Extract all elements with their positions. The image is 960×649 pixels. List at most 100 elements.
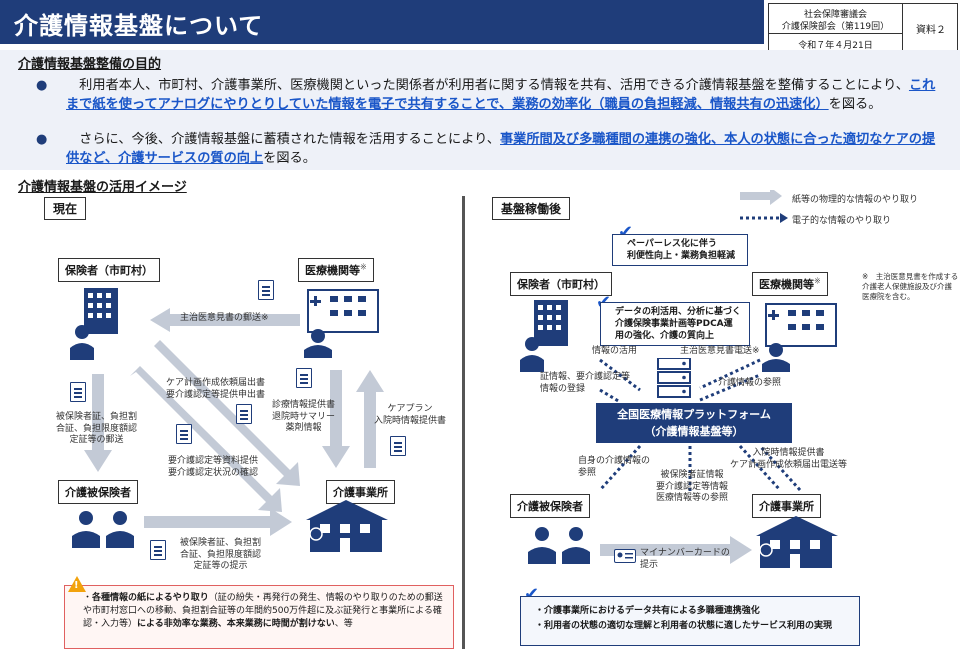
mynumber-card-icon [614, 549, 636, 563]
ann-note-mark: ※ [752, 346, 760, 356]
arrow-office-to-insurer [150, 340, 300, 486]
document-icon [258, 280, 274, 300]
platform-subtitle: （介護情報基盤等） [644, 425, 744, 438]
result-box: ・介護事業所におけるデータ共有による多職種連携強化 ・利用者の状態の適切な理解と… [520, 596, 860, 646]
future-insurer-label: 保険者（市町村） [510, 272, 612, 296]
warn-text-2: 、等 [334, 619, 353, 629]
result-text: 介護事業所におけるデータ共有による多職種連携強化 [544, 606, 760, 616]
purpose-heading: 介護情報基盤整備の目的 [18, 57, 162, 72]
national-platform-box: 全国医療情報プラットフォーム （介護情報基盤等） [596, 403, 792, 443]
p2-highlight: 事業所間及び多職種間の連携の強化、本人の状態に合った適切なケアの提供など、介護サ… [66, 132, 936, 166]
ann-text: 主治医意見書の郵送 [180, 313, 262, 323]
ann-cert-register: 証情報、要介護認定等 情報の登録 [540, 372, 630, 395]
ann-line: ケアプラン [387, 404, 433, 414]
ann-line: 診療情報提供書 [272, 400, 336, 410]
municipal-building-icon [520, 300, 568, 372]
benefit-line: データの利活用、分析に基づく [615, 307, 742, 317]
meta-council: 社会保障審議会 [803, 10, 867, 20]
ann-line: 提示 [640, 559, 659, 570]
warning-triangle-icon [68, 576, 86, 592]
benefit-data-utilization: データの利活用、分析に基づく 介護保険事業計画等PDCA運 用の強化、介護の質向… [600, 302, 750, 346]
bullet-icon: ● [36, 78, 48, 93]
purpose-block [0, 50, 960, 170]
ann-line: 被保険者証情報 [660, 470, 724, 480]
care-office-house-icon [306, 500, 388, 552]
document-icon [296, 368, 312, 388]
ann-self-ref: 自身の介護情報の 参照 [578, 456, 650, 479]
p1-text-a: 利用者本人、市町村、介護事業所、医療機関といった関係者が利用者に関する情報を共有… [66, 78, 909, 93]
hospital-icon [304, 289, 379, 358]
p1-text-b: を図る。 [828, 97, 882, 112]
ann-cert-provision: 要介護認定等資料提供 要介護認定状況の確認 [168, 456, 258, 479]
title-bar: 介護情報基盤について [0, 0, 764, 44]
server-icon [657, 358, 691, 398]
meta-date: 令和７年４月21日 [798, 41, 873, 51]
ann-insurer-to-insured: 被保険者証、負担割 合証、負担限度額認 定証等の郵送 [56, 412, 137, 447]
ann-line: 参照 [578, 467, 597, 478]
panel-label-current: 現在 [44, 197, 87, 220]
ann-note-mark: ※ [261, 313, 269, 323]
arrow-opinion-to-insurer [150, 308, 300, 332]
future-medical-label: 医療機関等※ [752, 272, 828, 296]
meta-committee: 介護保険部会（第119回） [781, 22, 890, 32]
meta-separator [769, 33, 902, 34]
current-insurer-label: 保険者（市町村） [58, 258, 160, 282]
benefit-line: ペーパーレス化に伴う [627, 239, 717, 249]
p2-text-a: さらに、今後、介護情報基盤に蓄積された情報を活用することにより、 [66, 132, 500, 147]
benefit-line: 介護保険事業計画等PDCA運 [615, 319, 733, 329]
ann-line: マイナンバーカードの [640, 548, 730, 558]
legend-paper-arrow [740, 190, 782, 205]
document-icon [70, 382, 86, 402]
ann-line: 定証等の郵送 [69, 435, 124, 445]
future-office-label: 介護事業所 [752, 494, 821, 518]
current-office-label: 介護事業所 [326, 480, 395, 504]
ann-office-to-med: ケアプラン 入院時情報提供書 [374, 404, 446, 427]
page-title: 介護情報基盤について [14, 12, 264, 40]
ann-line: 入院時情報提供書 [752, 448, 825, 458]
benefit-line: 用の強化、介護の質向上 [615, 331, 715, 341]
arrow-insurer-to-office [130, 366, 282, 512]
ann-line: 定証等の提示 [193, 561, 248, 571]
warn-bold-1: 各種情報の紙によるやり取り [92, 593, 209, 603]
purpose-paragraph-1: ● 利用者本人、市町村、介護事業所、医療機関といった関係者が利用者に関する情報を… [36, 76, 936, 114]
result-item: ・利用者の状態の適切な理解と利用者の状態に適したサービス利用の実現 [535, 621, 833, 631]
platform-title: 全国医療情報プラットフォーム [617, 408, 771, 421]
ann-insured-to-office: 被保険者証、負担割 合証、負担限度額認 定証等の提示 [180, 538, 261, 573]
ann-info-use: 情報の活用 [592, 346, 638, 356]
p1-highlight: これまで紙を使ってアナログにやりとりしていた情報を電子で共有することで、業務の効… [66, 78, 936, 112]
arrow-med-to-office [322, 370, 350, 468]
usage-heading: 介護情報基盤の活用イメージ [18, 180, 187, 195]
ann-line: 情報の登録 [540, 383, 586, 394]
municipal-building-icon [70, 288, 118, 360]
note-line: ※ 主治医意見書を作成する [862, 272, 959, 281]
panel-label-future: 基盤稼働後 [492, 197, 571, 220]
current-medical-label: 医療機関等※ [298, 258, 374, 282]
meta-left: 社会保障審議会 介護保険部会（第119回） 令和７年４月21日 [769, 4, 903, 52]
medical-note-mark: ※ [814, 276, 821, 286]
purpose-paragraph-2: ● さらに、今後、介護情報基盤に蓄積された情報を活用することにより、事業所間及び… [36, 130, 936, 168]
note-line: 介護老人保健施設及び介護 [862, 282, 952, 291]
ann-careplan-request: ケア計画作成依頼届出書 要介護認定等提供申出書 [166, 378, 265, 401]
ann-line: 要介護認定状況の確認 [168, 467, 259, 478]
ann-line: 合証、負担限度額認 [180, 549, 262, 560]
ann-mynumber: マイナンバーカードの 提示 [640, 548, 730, 571]
ann-line: ケア計画作成依頼届出書 [166, 378, 266, 388]
document-icon [176, 424, 192, 444]
ann-doctor-opinion-mail: 主治医意見書の郵送※ [180, 313, 269, 325]
arrow-insured-to-office [144, 508, 292, 536]
flow-arrows [84, 190, 802, 564]
ann-doctor-opinion-electronic: 主治医意見書電送※ [680, 346, 760, 358]
document-icon [236, 404, 252, 424]
ann-hospital-info: 入院時情報提供書 ケア計画作成依頼届出電送等 [730, 448, 847, 471]
medical-label-text: 医療機関等 [305, 264, 360, 277]
arrow-office-to-med [356, 370, 384, 468]
benefit-paperless: ペーパーレス化に伴う 利便性向上・業務負担軽減 [612, 234, 748, 266]
ann-line: 被保険者証、負担割 [56, 412, 138, 422]
ann-text: 主治医意見書電送 [680, 346, 753, 356]
legend-electronic-text: 電子的な情報のやり取り [792, 216, 892, 226]
ann-line: 要介護認定等提供申出書 [166, 389, 266, 400]
warn-text-1: （証の紛失・再発行の発生、情報のやり取りのための郵送や市町村窓口への移動、負担割… [83, 593, 443, 629]
ann-line: 退院時サマリー [272, 411, 336, 422]
insured-people-icon [72, 511, 134, 548]
ann-line: ケア計画作成依頼届出電送等 [730, 459, 848, 470]
